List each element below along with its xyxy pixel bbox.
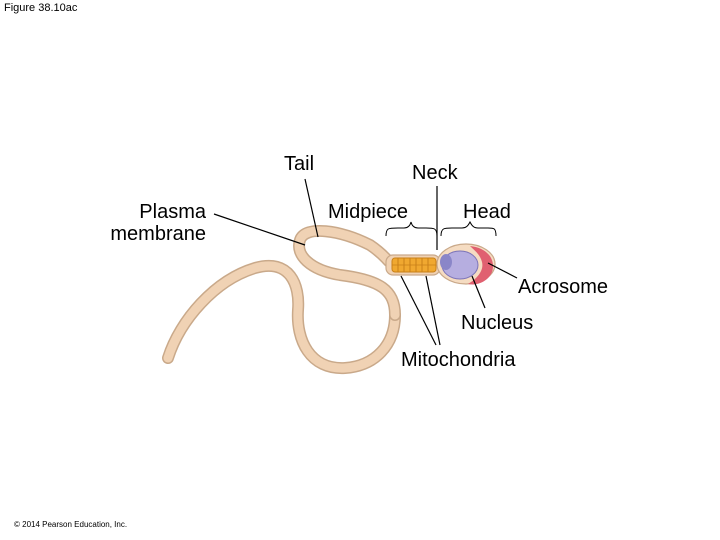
leader-lines — [213, 178, 518, 346]
acrosome-shape — [468, 246, 494, 285]
head-bracket — [440, 220, 497, 237]
midpiece — [385, 254, 441, 276]
neck-label: Neck — [412, 162, 458, 184]
head-label: Head — [463, 201, 511, 223]
mito-leader-a — [400, 275, 437, 346]
tail-label: Tail — [284, 153, 315, 175]
sperm-head — [436, 243, 496, 285]
mito-leader-b — [425, 275, 441, 346]
figure-number: Figure 38.10ac — [4, 2, 78, 14]
acrosome-label: Acrosome — [518, 276, 609, 298]
brackets — [385, 220, 497, 237]
nucleus-leader — [471, 275, 486, 309]
tail-leader — [304, 178, 319, 238]
midpiece-label: Midpiece — [328, 201, 409, 223]
plasma-membrane-label-line1: Plasma — [139, 201, 206, 223]
mitochondria-label: Mitochondria — [401, 349, 516, 371]
midpiece-bracket — [385, 221, 438, 237]
nucleus-label: Nucleus — [461, 312, 534, 334]
copyright-notice: © 2014 Pearson Education, Inc. — [14, 520, 128, 529]
acrosome-leader — [487, 262, 518, 279]
plasma-membrane-label-line2: membrane — [110, 223, 206, 245]
sperm-tail — [162, 224, 401, 375]
plasma-leader — [213, 213, 306, 246]
plasma-membrane-label: Plasma membrane — [110, 201, 206, 245]
